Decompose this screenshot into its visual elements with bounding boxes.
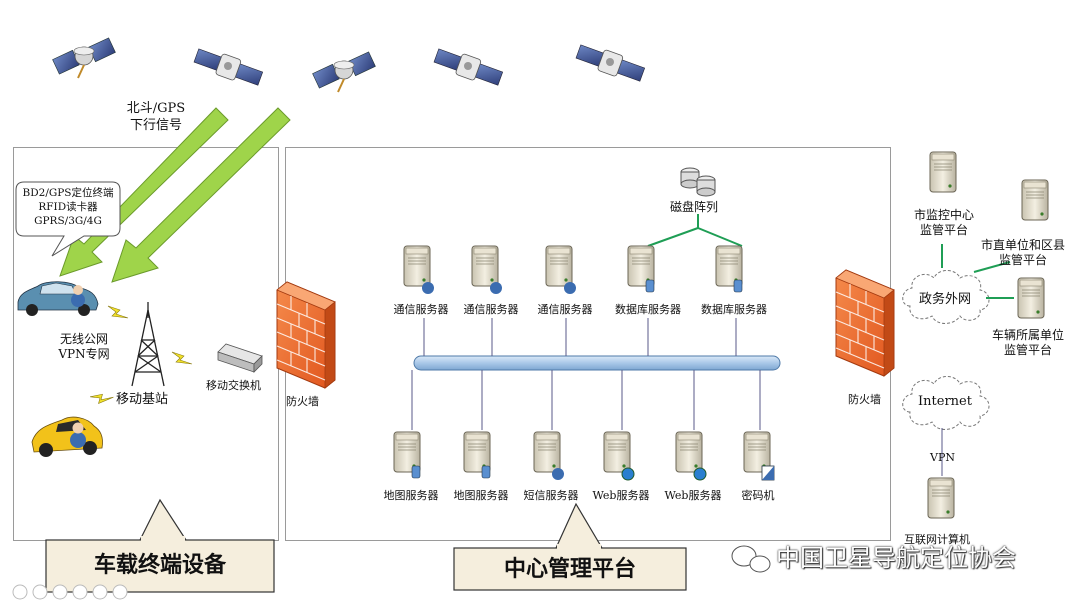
bottom-server-label: 地图服务器 [453, 489, 509, 502]
disk-array-links [647, 214, 743, 247]
slide-nav-controls [12, 584, 128, 600]
wireless-link-icon [89, 386, 114, 408]
base-station-tower-icon [131, 302, 165, 387]
section-label-vehicle-terminal-box [45, 498, 275, 593]
firewall-left-label: 防火墙 [286, 395, 319, 408]
satellite-icon [311, 50, 377, 93]
base-station-label: 移动基站 [116, 392, 169, 407]
node-label-line: 车辆所属单位 [991, 328, 1064, 342]
node-label-line: 监管平台 [919, 223, 968, 237]
disk-array-icon [680, 167, 716, 197]
bubble-line: RFID读卡器 [38, 201, 98, 213]
wireless-network-label: 无线公网 VPN专网 [48, 332, 120, 362]
city-units-label: 市直单位和区县 监管平台 [970, 238, 1076, 268]
vehicle-icon [31, 416, 103, 457]
bottom-server-icons [393, 431, 775, 481]
satellite-icon [193, 48, 264, 86]
satellite-icon [433, 48, 504, 86]
top-server-label: 通信服务器 [537, 303, 593, 316]
top-server-label: 通信服务器 [393, 303, 449, 316]
gov-network-links [941, 244, 1014, 299]
wireless-label-line: VPN专网 [58, 347, 110, 361]
top-server-label: 通信服务器 [463, 303, 519, 316]
bottom-server-label: 密码机 [741, 489, 775, 502]
bottom-server-label: Web服务器 [664, 489, 722, 502]
signal-label-line: 北斗/GPS [126, 101, 186, 116]
satellite-icon [575, 44, 646, 82]
firewall-right-label: 防火墙 [848, 393, 881, 406]
wireless-link-icon [171, 351, 193, 365]
bubble-line: GPRS/3G/4G [34, 215, 102, 227]
top-server-icons [403, 245, 743, 294]
node-label-line: 市直单位和区县 [980, 238, 1065, 252]
mobile-switch-label: 移动交换机 [206, 379, 261, 392]
satellite-icon [51, 36, 117, 79]
top-server-label: 数据库服务器 [615, 303, 681, 316]
section-label-center-platform-box [453, 502, 687, 591]
city-monitor-center-label: 市监控中心 监管平台 [904, 208, 984, 238]
wireless-label-line: 无线公网 [59, 332, 108, 346]
watermark-text: 中国卫星导航定位协会 [776, 544, 1016, 572]
wireless-link-icon [107, 305, 129, 319]
vpn-label: VPN [930, 451, 955, 464]
vehicle-icon [17, 281, 99, 316]
terminal-callout-bubble [15, 181, 121, 257]
internet-pc-label: 互联网计算机 [904, 533, 970, 546]
network-bus [413, 355, 781, 371]
node-label-line: 市监控中心 [913, 208, 974, 222]
firewall-icon [835, 269, 895, 377]
node-label-line: 监管平台 [998, 253, 1047, 267]
node-label-line: 监管平台 [1003, 343, 1052, 357]
top-server-label: 数据库服务器 [701, 303, 767, 316]
internet-label: Internet [918, 394, 972, 409]
bus-links [411, 318, 761, 430]
downlink-signal-label: 北斗/GPS 下行信号 [118, 100, 194, 134]
gov-network-label: 政务外网 [918, 292, 971, 307]
disk-array-label: 磁盘阵列 [670, 200, 719, 214]
bottom-server-label: Web服务器 [592, 489, 650, 502]
wechat-logo-icon [731, 545, 771, 573]
mobile-switch-icon [217, 343, 263, 373]
vehicle-units-label: 车辆所属单位 监管平台 [980, 328, 1076, 358]
bottom-server-label: 地图服务器 [383, 489, 439, 502]
firewall-icon [276, 281, 336, 389]
section-label-center-platform: 中心管理平台 [503, 557, 636, 582]
bubble-line: BD2/GPS定位终端 [22, 187, 114, 199]
signal-label-line: 下行信号 [129, 118, 182, 133]
terminal-bubble-text: BD2/GPS定位终端 RFID读卡器 GPRS/3G/4G [16, 186, 120, 228]
section-label-vehicle-terminal: 车载终端设备 [93, 553, 226, 578]
bottom-server-label: 短信服务器 [523, 489, 579, 502]
